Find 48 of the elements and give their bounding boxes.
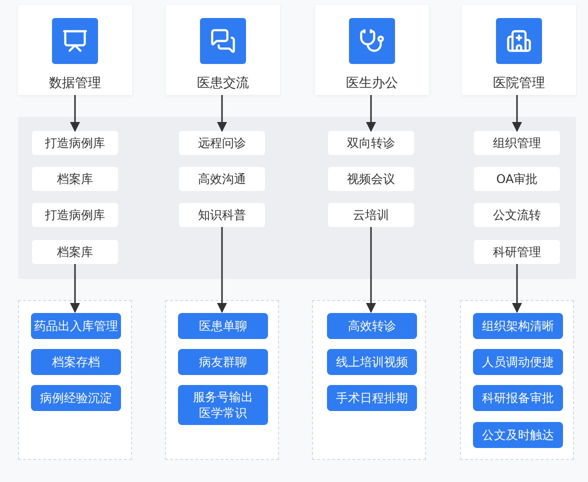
arrow bbox=[366, 95, 376, 132]
feature-box: 打造病例库 bbox=[32, 203, 118, 227]
feature-box: 档案库 bbox=[32, 167, 118, 191]
card-title: 医生办公 bbox=[346, 75, 398, 92]
category-card bbox=[18, 5, 132, 95]
benefit-box: 组织架构清晰 bbox=[473, 313, 563, 339]
benefit-panel bbox=[18, 300, 132, 460]
feature-box: 知识科普 bbox=[179, 203, 265, 227]
category-card bbox=[166, 5, 280, 95]
category-card bbox=[315, 5, 429, 95]
arrow bbox=[217, 227, 227, 313]
feature-box: 云培训 bbox=[328, 203, 414, 227]
benefit-box: 高效转诊 bbox=[327, 313, 417, 339]
feature-box: OA审批 bbox=[474, 167, 560, 191]
benefit-box: 手术日程排期 bbox=[327, 385, 417, 411]
benefit-box: 人员调动便捷 bbox=[473, 349, 563, 375]
arrow bbox=[512, 95, 522, 132]
benefit-box: 服务号输出医学常识 bbox=[178, 385, 268, 425]
benefit-box: 档案存档 bbox=[31, 349, 121, 375]
feature-box: 双向转诊 bbox=[328, 131, 414, 155]
benefit-box: 医患单聊 bbox=[178, 313, 268, 339]
feature-box: 高效沟通 bbox=[179, 167, 265, 191]
feature-panel bbox=[18, 117, 576, 279]
card-title: 数据管理 bbox=[49, 75, 101, 92]
benefit-box: 公文及时触达 bbox=[473, 422, 563, 448]
benefit-box: 科研报备审批 bbox=[473, 385, 563, 411]
feature-box: 打造病例库 bbox=[32, 131, 118, 155]
feature-box: 档案库 bbox=[32, 240, 118, 264]
benefit-panel bbox=[460, 300, 574, 460]
arrow bbox=[70, 95, 80, 132]
arrow bbox=[512, 264, 522, 313]
benefit-box: 药品出入库管理 bbox=[31, 313, 121, 339]
benefit-box: 病例经验沉淀 bbox=[31, 385, 121, 411]
feature-box: 远程问诊 bbox=[179, 131, 265, 155]
feature-box: 组织管理 bbox=[474, 131, 560, 155]
arrow bbox=[70, 264, 80, 313]
feature-box: 科研管理 bbox=[474, 240, 560, 264]
card-title: 医患交流 bbox=[197, 75, 249, 92]
feature-box: 视频会议 bbox=[328, 167, 414, 191]
feature-box: 公文流转 bbox=[474, 203, 560, 227]
arrow bbox=[217, 95, 227, 132]
benefit-box: 线上培训视频 bbox=[327, 349, 417, 375]
benefit-box: 病友群聊 bbox=[178, 349, 268, 375]
benefit-panel bbox=[312, 300, 426, 460]
category-card bbox=[462, 5, 576, 95]
arrow bbox=[366, 227, 376, 313]
benefit-panel bbox=[165, 300, 279, 460]
card-title: 医院管理 bbox=[493, 75, 545, 92]
